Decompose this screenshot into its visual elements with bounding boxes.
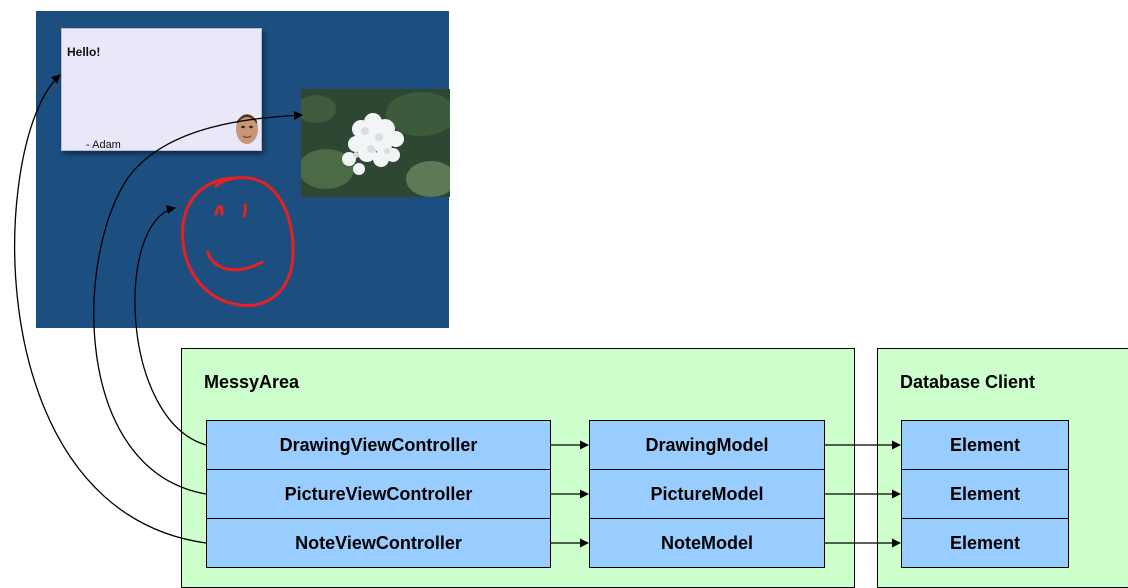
database-client-title: Database Client: [900, 372, 1036, 392]
note-title: Hello!: [67, 45, 101, 59]
messy-area-title: MessyArea: [204, 372, 300, 392]
drawing-view-controller: DrawingViewController: [206, 420, 551, 470]
picture-model: PictureModel: [589, 469, 825, 519]
element-drawing: Element: [901, 420, 1069, 470]
note-signature: - Adam: [86, 139, 121, 151]
note-model: NoteModel: [589, 518, 825, 568]
picture-view-controller: PictureViewController: [206, 469, 551, 519]
note-view-controller: NoteViewController: [206, 518, 551, 568]
element-note: Element: [901, 518, 1069, 568]
avatar: [236, 114, 258, 144]
element-picture: Element: [901, 469, 1069, 519]
drawing-model: DrawingModel: [589, 420, 825, 470]
flower-photo: [301, 89, 450, 197]
sticky-note: Hello! - Adam: [61, 28, 262, 151]
